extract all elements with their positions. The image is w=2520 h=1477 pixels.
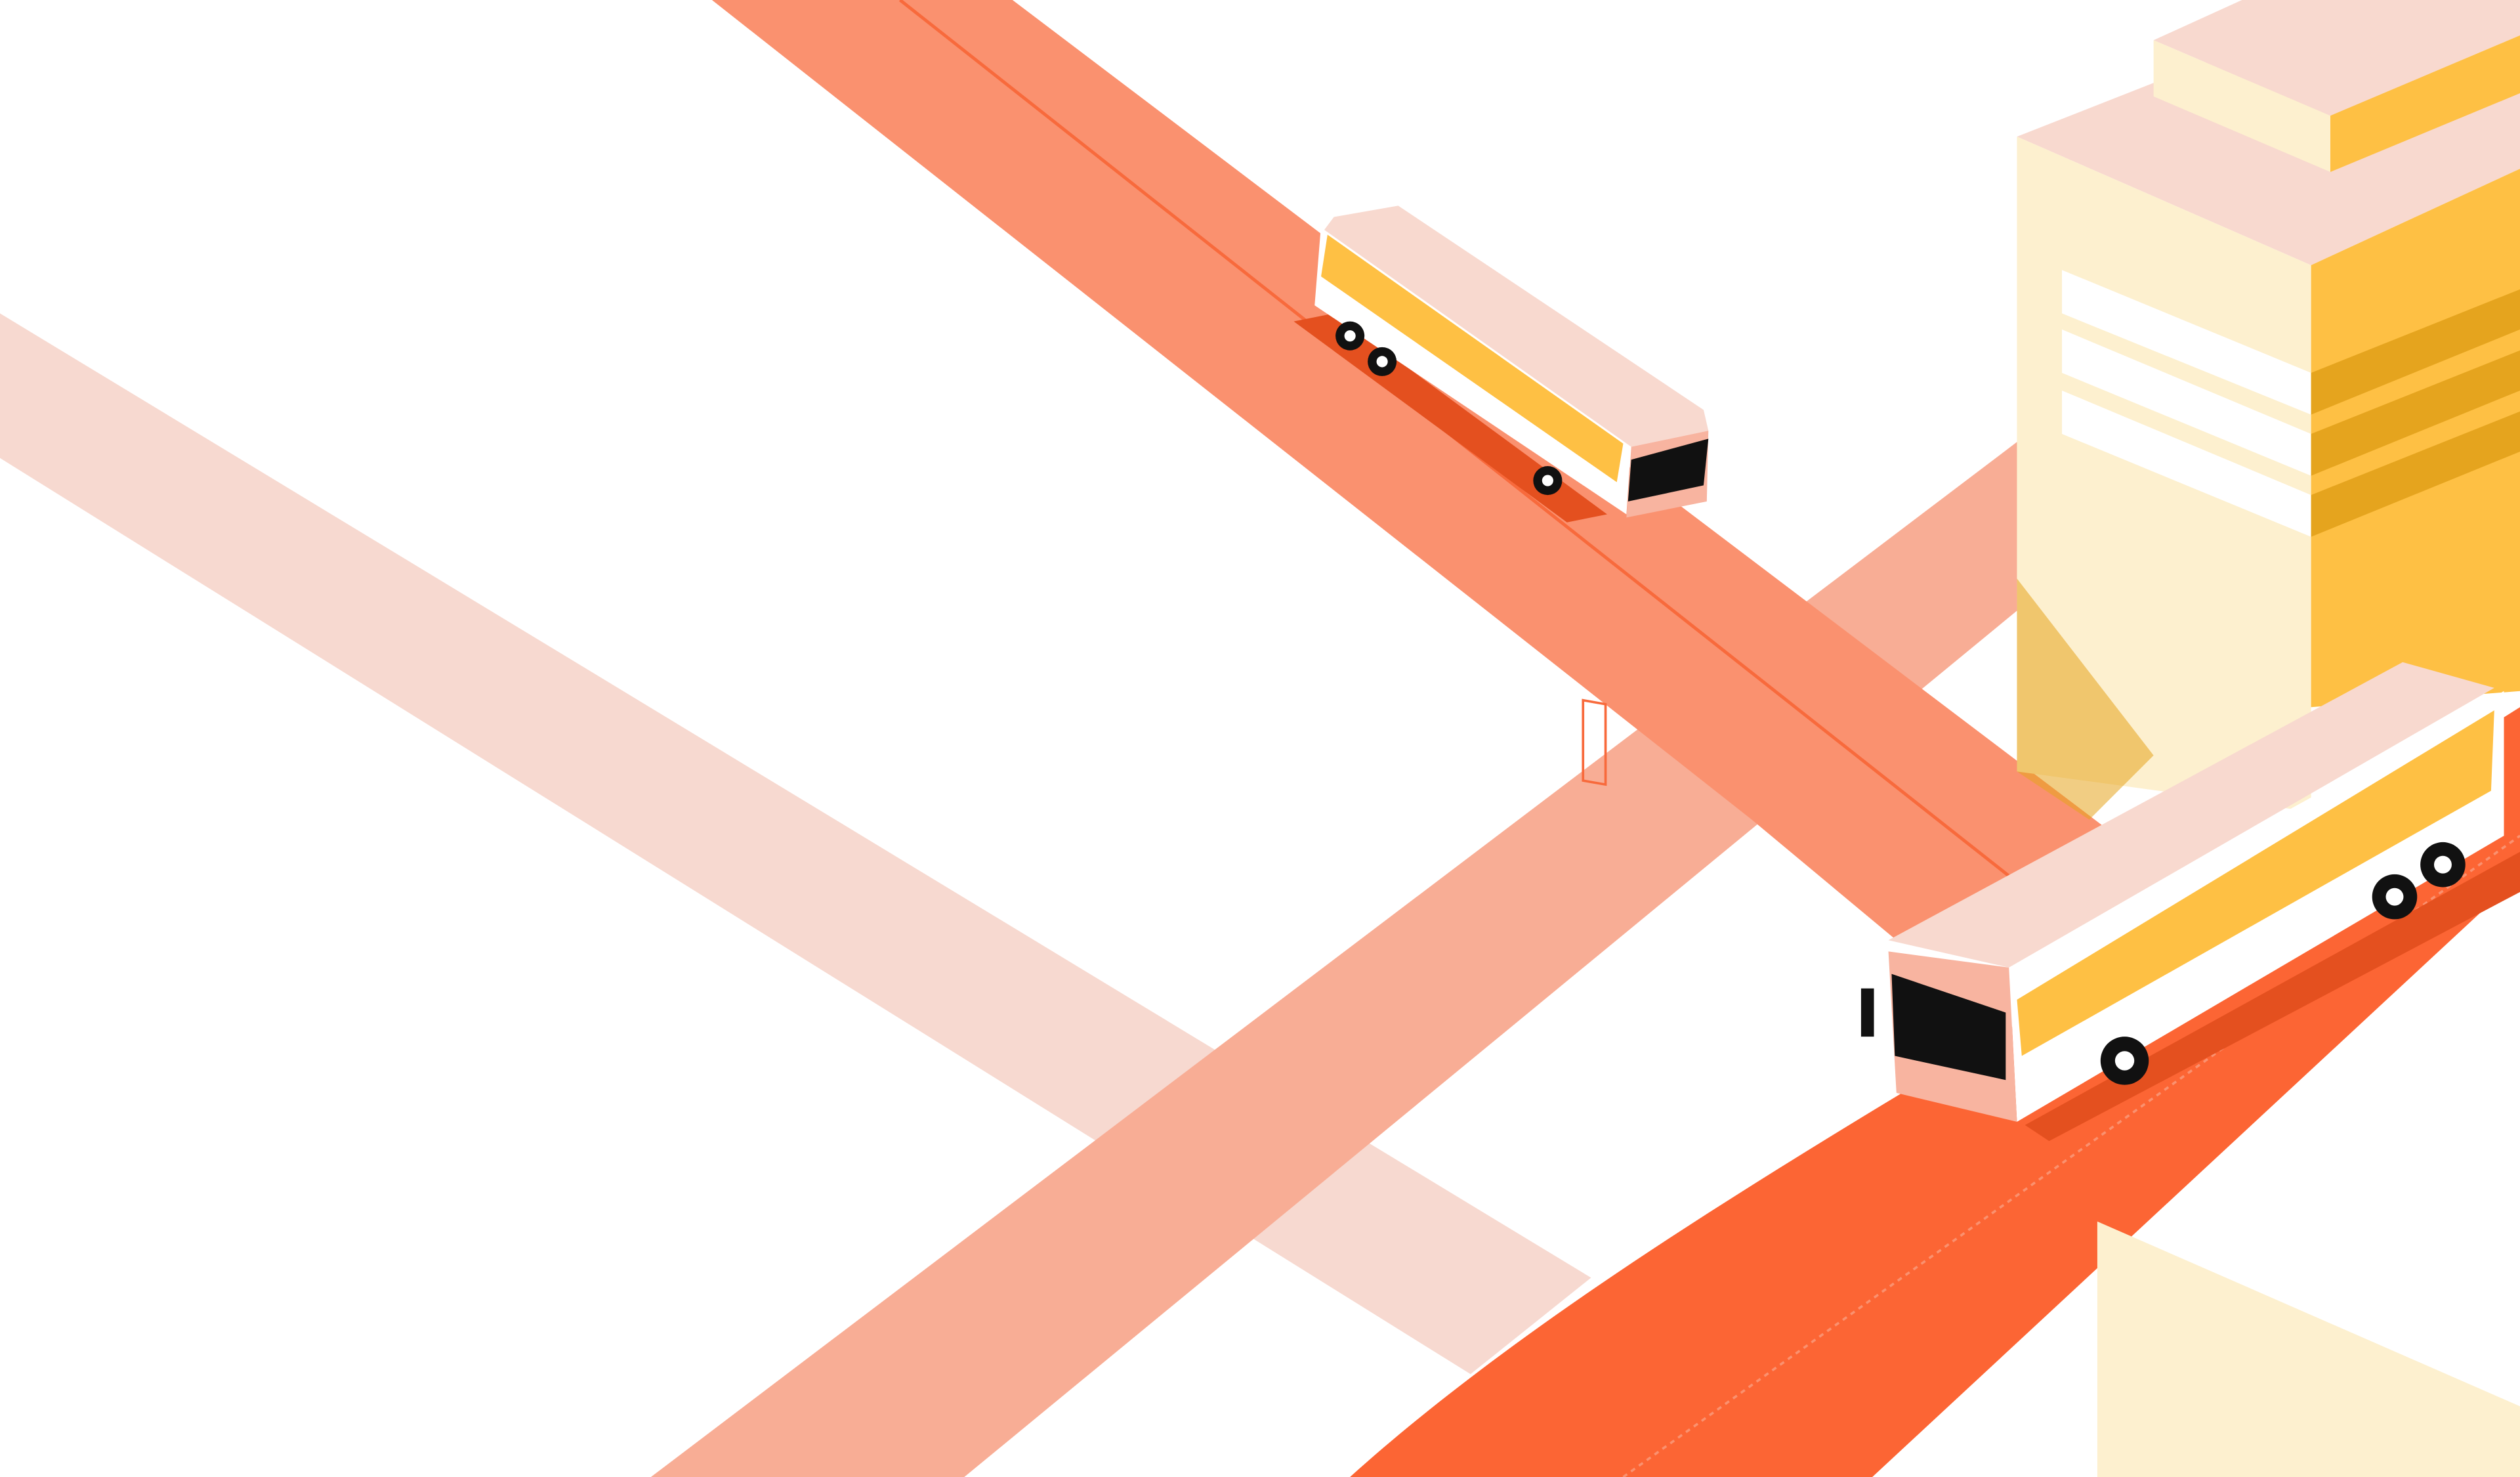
tower-window-3 — [2062, 390, 2311, 537]
tower-right-face — [2311, 169, 2520, 708]
tower-stripe-2 — [2311, 350, 2520, 476]
bus-upper — [1293, 205, 1709, 786]
bus-windshield — [1891, 974, 2006, 1081]
bus-mirror — [1860, 988, 1874, 1037]
upper-block-left — [2153, 40, 2331, 172]
upper-block-right — [2330, 35, 2520, 172]
bus-wheel — [1344, 330, 1356, 342]
road-main — [711, 0, 2106, 941]
bus-wheel — [2385, 888, 2404, 906]
bus-roof — [1888, 662, 2494, 968]
bus-wheel — [2433, 855, 2452, 874]
bus-windows — [1321, 234, 1624, 482]
building-tower — [2017, 0, 2520, 820]
bus-windows — [2017, 710, 2494, 1056]
tower-left-shade — [2017, 578, 2154, 820]
tower-window-1 — [2062, 270, 2311, 415]
tower-window-2 — [2062, 329, 2311, 476]
upper-block-top — [2153, 0, 2520, 116]
tower-stripe-1 — [2311, 289, 2520, 415]
bus-wheel — [1376, 356, 1388, 368]
bus-wheel — [2114, 1051, 2135, 1071]
bus-shadow — [2025, 851, 2520, 1142]
bus-roof — [1324, 205, 1709, 447]
bus-wheel — [1542, 475, 1553, 486]
bus-lower — [1860, 662, 2520, 1142]
building-bottom-face — [2097, 1221, 2520, 1477]
bus-windshield — [1628, 439, 1709, 502]
tower-stripe-3 — [2311, 411, 2520, 537]
bus-door — [1582, 698, 1607, 786]
